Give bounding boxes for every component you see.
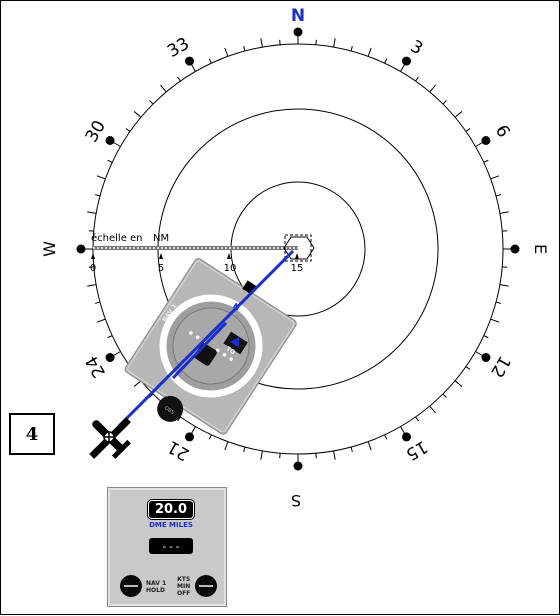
exercise-number: 4 — [26, 424, 39, 445]
compass-tick — [496, 302, 501, 303]
compass-tick — [430, 406, 436, 413]
compass-tick — [455, 381, 462, 387]
compass-tick — [209, 435, 211, 440]
dme-mode-knob[interactable] — [120, 575, 142, 597]
compass-tick — [261, 451, 263, 460]
south-label: S — [291, 491, 301, 510]
compass-tick — [160, 85, 166, 92]
dme-mode-off: OFF — [177, 590, 190, 597]
compass-tick — [244, 447, 245, 452]
compass-tick — [87, 285, 96, 287]
compass-tick — [150, 101, 154, 105]
dme-mode-kts: KTS — [177, 576, 190, 583]
dme-secondary-display: --- — [149, 538, 193, 554]
compass-tick — [430, 85, 436, 92]
compass-tick — [178, 77, 181, 81]
compass-tick — [368, 48, 371, 56]
compass-tick — [455, 111, 462, 117]
compass-tick — [244, 46, 245, 51]
dme-power-knob[interactable] — [195, 575, 217, 597]
exercise-number-box: 4 — [9, 413, 55, 455]
heading-dot — [185, 57, 194, 66]
dme-mode-min: MIN — [177, 583, 190, 590]
vor-instrument: N TO NAV 1 OBS — [113, 250, 302, 452]
compass-tick — [351, 46, 352, 51]
heading-dot — [481, 353, 490, 362]
dme-panel: 20.0 DME MILES --- NAV 1 HOLD KTS MIN OF… — [107, 487, 227, 607]
compass-tick — [466, 367, 470, 370]
compass-tick — [134, 111, 141, 117]
compass-tick — [225, 48, 228, 56]
compass-tick — [134, 381, 141, 387]
dme-mode-left-label: NAV 1 HOLD — [146, 580, 168, 594]
compass-tick — [95, 195, 100, 196]
heading-label-6: 6 — [491, 122, 514, 141]
dme-mode-right-label: KTS MIN OFF — [177, 576, 190, 597]
heading-dot — [294, 462, 303, 471]
heading-dot — [77, 245, 86, 254]
scale-tick-label-15: 15 — [291, 263, 304, 274]
scale-tick-label-0: 0 — [90, 263, 96, 274]
heading-dot — [402, 432, 411, 441]
compass-tick — [108, 160, 113, 162]
compass-tick — [261, 38, 263, 47]
compass-tick — [126, 129, 130, 132]
heading-dot — [294, 28, 303, 37]
west-label: W — [40, 241, 59, 257]
compass-tick — [95, 302, 100, 303]
compass-tick — [97, 319, 105, 322]
scale-tick-15 — [295, 253, 299, 259]
compass-tick — [334, 451, 336, 460]
compass-tick — [443, 394, 447, 398]
scale-tick-0 — [91, 253, 95, 259]
heading-label-3: 3 — [407, 36, 426, 59]
dme-distance-display: 20.0 — [149, 501, 193, 518]
compass-tick — [443, 101, 447, 105]
compass-tick — [87, 212, 96, 214]
compass-tick — [351, 447, 352, 452]
compass-tick — [108, 336, 113, 338]
compass-tick — [225, 442, 228, 450]
compass-tick — [491, 319, 499, 322]
compass-tick — [484, 160, 489, 162]
heading-dot — [402, 57, 411, 66]
scale-tick-10 — [227, 253, 231, 259]
east-label: E — [531, 244, 550, 254]
scale-unit-label: NM — [153, 233, 169, 244]
compass-tick — [416, 77, 419, 81]
compass-tick — [385, 59, 387, 64]
dme-distance-label: DME MILES — [128, 521, 214, 529]
compass-tick — [491, 176, 499, 179]
heading-dot — [481, 136, 490, 145]
scale-tick-5 — [159, 253, 163, 259]
compass-tick — [368, 442, 371, 450]
compass-tick — [496, 195, 501, 196]
compass-tick — [97, 176, 105, 179]
compass-tick — [484, 336, 489, 338]
compass-tick — [416, 417, 419, 421]
heading-dot — [511, 245, 520, 254]
heading-dot — [185, 432, 194, 441]
scale-tick-label-5: 5 — [158, 263, 164, 274]
heading-dot — [106, 136, 115, 145]
north-label: N — [291, 6, 305, 26]
compass-tick — [500, 285, 509, 287]
compass-tick — [500, 212, 509, 214]
compass-tick — [466, 129, 470, 132]
scale-label: échelle en — [91, 232, 143, 244]
compass-tick — [385, 435, 387, 440]
scale-tick-label-10: 10 — [224, 263, 237, 274]
compass-tick — [209, 59, 211, 64]
heading-dot — [106, 353, 115, 362]
compass-tick — [334, 38, 336, 47]
